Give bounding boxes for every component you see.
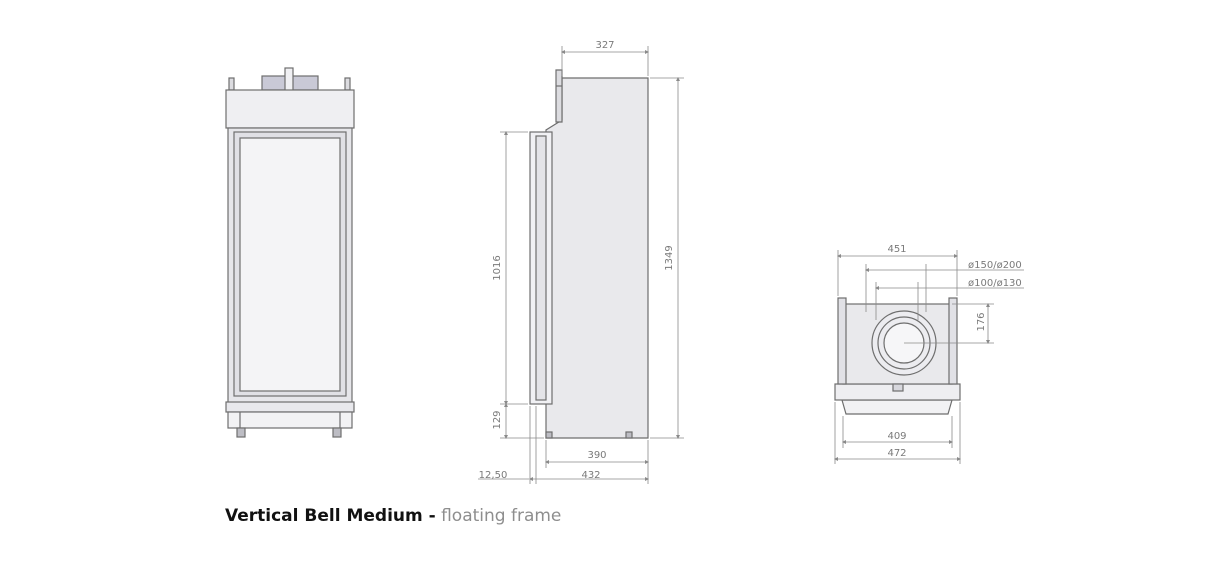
product-caption: Vertical Bell Medium - floating frame bbox=[225, 506, 561, 526]
product-name: Vertical Bell Medium - bbox=[225, 506, 436, 526]
dim-12-50: 12,50 bbox=[479, 470, 508, 481]
top-box bbox=[225, 89, 355, 129]
foot-right bbox=[332, 427, 342, 438]
dim-176: 176 bbox=[976, 312, 987, 331]
dim-390: 390 bbox=[587, 450, 606, 461]
glass-panel bbox=[239, 137, 341, 392]
dim-432: 432 bbox=[581, 470, 600, 481]
top-dimensions bbox=[834, 250, 1024, 464]
dimension-labels: 327 1349 1016 129 390 432 12,50 451 ø150… bbox=[479, 40, 1022, 481]
dim-flue-outer: ø150/ø200 bbox=[968, 260, 1022, 271]
dim-327: 327 bbox=[595, 40, 614, 51]
side-dimensions bbox=[478, 46, 684, 484]
product-variant: floating frame bbox=[441, 506, 562, 526]
dim-409: 409 bbox=[887, 431, 906, 442]
dim-flue-inner: ø100/ø130 bbox=[968, 278, 1022, 289]
top-view bbox=[834, 297, 961, 415]
dim-451: 451 bbox=[887, 244, 906, 255]
dim-1016: 1016 bbox=[492, 255, 503, 280]
front-view bbox=[225, 67, 355, 438]
side-view bbox=[529, 69, 649, 439]
foot-left bbox=[236, 427, 246, 438]
dim-472: 472 bbox=[887, 448, 906, 459]
dim-129: 129 bbox=[492, 410, 503, 429]
dim-1349: 1349 bbox=[664, 245, 675, 270]
side-body bbox=[545, 77, 649, 439]
